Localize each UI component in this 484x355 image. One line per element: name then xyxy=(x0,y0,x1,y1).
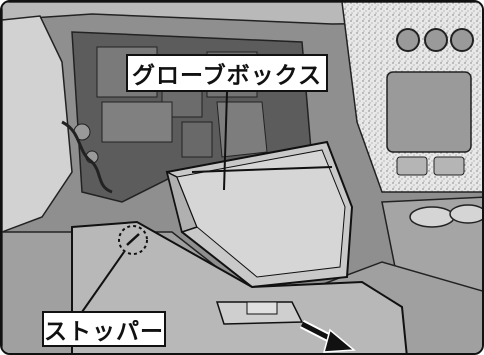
vent-knob-right xyxy=(450,28,474,52)
left-pillar xyxy=(2,15,73,233)
vent-knob-left xyxy=(396,28,420,52)
stopper-leader-line xyxy=(81,251,125,313)
glove-box-rim xyxy=(191,166,333,173)
stopper-part xyxy=(126,233,140,246)
center-display xyxy=(386,71,472,153)
console-button-right xyxy=(433,156,465,176)
arrow-down-right-icon xyxy=(299,319,356,353)
cup-holder-right xyxy=(449,204,482,224)
vent-knob-center xyxy=(424,28,448,52)
console-button-left xyxy=(396,156,428,176)
glove-box-inner xyxy=(176,149,346,278)
dashed-circle-icon xyxy=(118,225,148,255)
door-latch xyxy=(246,301,278,315)
stopper-label: ストッパー xyxy=(42,311,166,347)
glove-box-label: グローブボックス xyxy=(126,54,328,92)
wiring-harness xyxy=(61,120,113,194)
cup-holder-left xyxy=(409,206,455,228)
glove-box-leader-line xyxy=(223,91,228,191)
